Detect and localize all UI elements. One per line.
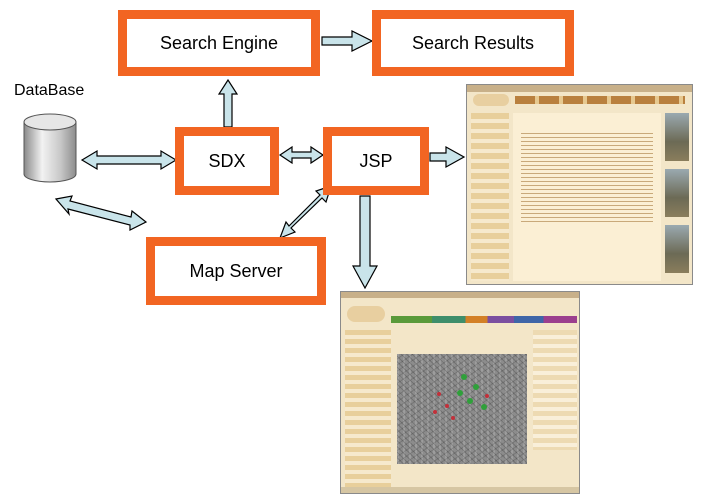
browser-bar xyxy=(467,85,692,92)
arrow-search-engine-to-search-results xyxy=(321,30,374,52)
site-nav xyxy=(515,96,685,104)
arrow-sdx-jsp xyxy=(278,145,325,165)
site-logo xyxy=(473,94,509,106)
search-results-label: Search Results xyxy=(411,32,535,53)
arrow-jsp-to-map-page xyxy=(351,195,379,290)
map-page-screenshot xyxy=(340,291,580,494)
jsp-box: JSP xyxy=(323,127,429,195)
map-view xyxy=(397,354,527,464)
building-photo xyxy=(665,225,689,273)
site-sidebar xyxy=(471,113,509,281)
jsp-label: JSP xyxy=(359,150,393,171)
map-server-label: Map Server xyxy=(189,260,283,281)
map-point xyxy=(485,394,489,398)
site-right-panel xyxy=(533,330,577,450)
search-engine-box: Search Engine xyxy=(118,10,320,76)
sdx-box: SDX xyxy=(175,127,279,195)
search-engine-label: Search Engine xyxy=(159,32,279,53)
site-nav xyxy=(391,316,577,323)
database-label: DataBase xyxy=(14,82,85,99)
map-point xyxy=(437,392,441,396)
map-point xyxy=(433,410,437,414)
site-sidebar xyxy=(345,330,391,490)
arrow-database-sdx xyxy=(80,149,178,171)
sdx-label: SDX xyxy=(208,150,246,171)
map-marker xyxy=(467,398,473,404)
arrow-sdx-to-search-engine xyxy=(217,78,239,128)
browser-status-bar xyxy=(341,487,579,493)
site-logo xyxy=(347,306,385,322)
browser-bar xyxy=(341,292,579,298)
building-photo xyxy=(665,113,689,161)
web-page-screenshot xyxy=(466,84,693,285)
database-icon xyxy=(23,113,77,183)
arrow-database-map-server xyxy=(54,195,148,231)
arrow-jsp-to-web-page xyxy=(429,145,466,169)
map-point xyxy=(451,416,455,420)
map-marker xyxy=(457,390,463,396)
map-marker xyxy=(481,404,487,410)
map-marker xyxy=(461,374,467,380)
map-point xyxy=(445,404,449,408)
site-text-block xyxy=(521,133,653,225)
building-photo xyxy=(665,169,689,217)
search-results-box: Search Results xyxy=(372,10,574,76)
map-server-box: Map Server xyxy=(146,237,326,305)
map-marker xyxy=(473,384,479,390)
